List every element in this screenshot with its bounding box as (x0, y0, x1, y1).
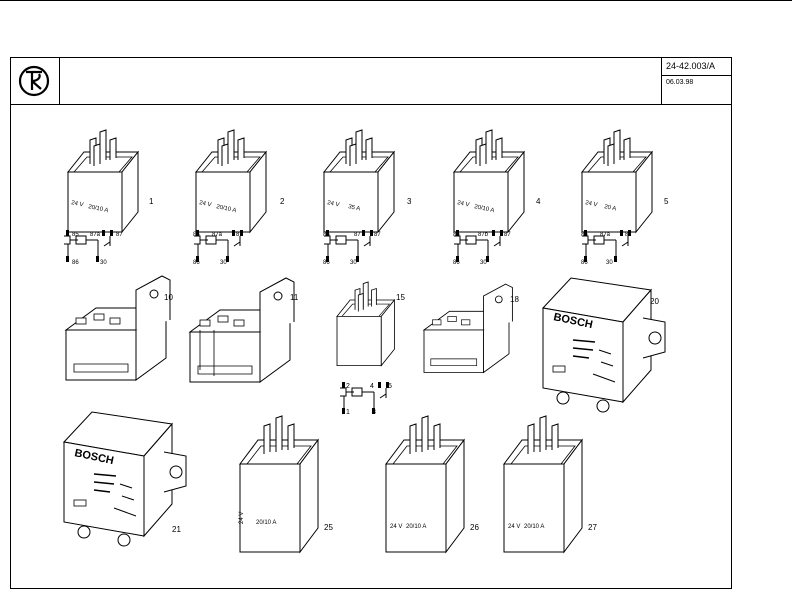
part-number-5: 5 (664, 197, 669, 206)
pin-30-2: 30 (220, 260, 227, 266)
drawing-sheet: 24-42.003/A 06.03.98 (10, 57, 732, 589)
pin-85-2: 85 (193, 232, 200, 238)
part-number-26: 26 (470, 523, 479, 532)
pin-30-5: 30 (606, 260, 613, 266)
pin-85-3: 85 (323, 232, 330, 238)
top-rule (0, 0, 792, 1)
schematic-15: 2 4 5 1 3 (339, 381, 392, 416)
pin-85-1: 85 (72, 232, 79, 238)
pin-87a-2: 87a (212, 232, 223, 238)
relay-4: 24 V 20/10 A 4 (453, 129, 541, 233)
pin-1-15: 1 (346, 409, 350, 416)
pin-3-15: 3 (372, 409, 376, 416)
pin-87-1: 87 (116, 232, 123, 238)
part-number-1: 1 (149, 197, 154, 206)
relay-1-current: 20/10 A (88, 204, 109, 214)
relay-3-current: 35 A (348, 204, 361, 212)
pin-87a-1: 87a (90, 232, 101, 238)
part-number-11: 11 (290, 293, 299, 302)
pin-30-1: 30 (100, 260, 107, 266)
company-logo-icon (18, 65, 50, 97)
part-number-2: 2 (280, 197, 285, 206)
schematic-3: 85 87 87 86 30 (323, 229, 381, 266)
pin-86-3: 86 (323, 260, 330, 266)
pin-87-3b: 87 (374, 232, 381, 238)
schematic-4: 85 87b 87 86 30 (453, 229, 511, 266)
schematic-5: 85 87a 87 86 30 (581, 229, 632, 266)
pin-5-15: 5 (388, 383, 392, 390)
relay-3: 24 V 35 A 3 (323, 129, 412, 233)
part-number-15: 15 (396, 293, 405, 302)
relay-15: 15 (336, 281, 405, 367)
pin-87-3a: 87 (354, 232, 361, 238)
relay-5-voltage: 24 V (585, 200, 598, 208)
pin-30-4: 30 (480, 260, 487, 266)
relay-3-voltage: 24 V (327, 200, 340, 208)
code-divider (662, 75, 732, 76)
relay-25-voltage: 24 V (239, 512, 245, 524)
pin-86-5: 86 (581, 260, 588, 266)
part-number-27: 27 (588, 523, 597, 532)
relay-2-voltage: 24 V (199, 200, 212, 208)
pin-2-15: 2 (346, 383, 350, 390)
part-number-18: 18 (510, 295, 519, 304)
relay-26-current: 20/10 A (406, 524, 426, 530)
pin-87-4: 87 (504, 232, 511, 238)
part-number-21: 21 (172, 525, 181, 534)
socket-11: 11 (189, 277, 299, 383)
pin-30-3: 30 (350, 260, 357, 266)
pin-87-2: 87 (236, 232, 243, 238)
pin-85-5: 85 (581, 232, 588, 238)
relay-26: 24 V 20/10 A 26 (385, 415, 479, 553)
schematic-1: 85 87a 87 86 30 (63, 229, 123, 266)
document-code-cell: 24-42.003/A 06.03.98 (661, 58, 732, 104)
bosch-relay-20: BOSCH 20 (542, 277, 666, 413)
part-number-10: 10 (164, 293, 173, 302)
document-code: 24-42.003/A (666, 61, 716, 71)
pin-85-4: 85 (453, 232, 460, 238)
relay-4-current: 20/10 A (474, 204, 495, 214)
relay-27: 24 V 20/10 A 27 (503, 415, 597, 553)
title-block: 24-42.003/A 06.03.98 (11, 58, 732, 105)
relay-26-voltage: 24 V (390, 524, 402, 530)
socket-10: 10 (65, 275, 173, 381)
pin-86-2: 86 (193, 260, 200, 266)
relay-27-voltage: 24 V (508, 524, 520, 530)
relay-25: 24 V 20/10 A 25 (239, 415, 333, 553)
relay-5: 24 V 20 A 5 (581, 129, 669, 233)
logo-cell (11, 58, 60, 104)
part-number-4: 4 (536, 197, 541, 206)
pin-87-5: 87 (625, 232, 632, 238)
pin-87b-4: 87b (478, 232, 489, 238)
pin-4-15: 4 (370, 383, 374, 390)
relay-25-current: 20/10 A (256, 520, 276, 526)
part-number-25: 25 (324, 523, 333, 532)
relay-27-current: 20/10 A (524, 524, 544, 530)
relay-2-current: 20/10 A (216, 204, 237, 214)
pin-86-1: 86 (72, 260, 79, 266)
relay-2: 24 V 20/10 A 2 (195, 129, 285, 233)
relay-4-voltage: 24 V (457, 200, 470, 208)
part-number-3: 3 (407, 197, 412, 206)
bosch-relay-21: BOSCH 21 (63, 411, 187, 547)
socket-18: 18 (423, 283, 519, 373)
relay-1: 24 V 20/10 A 1 (67, 129, 154, 233)
part-number-20: 20 (650, 297, 659, 306)
relay-5-current: 20 A (604, 204, 617, 212)
schematic-2: 85 87a 87 86 30 (193, 229, 244, 266)
pin-86-4: 86 (453, 260, 460, 266)
document-date: 06.03.98 (666, 79, 694, 86)
pin-87a-5: 87a (600, 232, 611, 238)
relay-1-voltage: 24 V (71, 200, 84, 208)
